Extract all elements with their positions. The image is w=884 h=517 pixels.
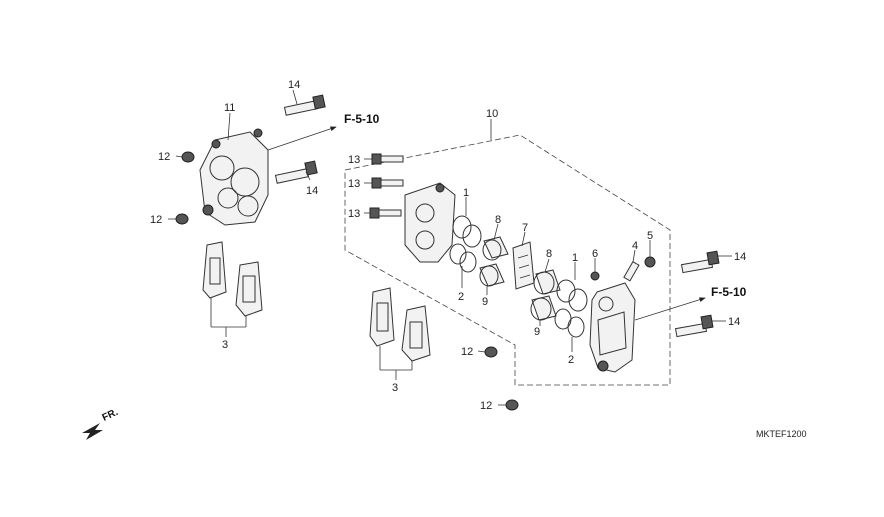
label-5: 5 <box>647 230 653 242</box>
cap-12-d <box>505 399 519 411</box>
bolt-14-upper <box>283 94 326 116</box>
label-14-b: 14 <box>306 185 318 197</box>
label-12-c: 12 <box>461 346 473 358</box>
label-7: 7 <box>522 222 528 234</box>
seal-set-upper <box>449 215 482 273</box>
label-8-b: 8 <box>546 248 552 260</box>
bleeder-4 <box>623 261 640 282</box>
caliper-left <box>199 128 269 226</box>
label-2-b: 2 <box>568 354 574 366</box>
diagram-code: MKTEF1200 <box>756 429 807 439</box>
brake-pads-left <box>202 241 263 317</box>
label-1-a: 1 <box>463 187 469 199</box>
label-14-c: 14 <box>734 251 746 263</box>
label-13-c: 13 <box>348 208 360 220</box>
label-3-b: 3 <box>392 382 398 394</box>
cap-12-b <box>175 213 189 225</box>
caliper-half-outer <box>589 282 636 373</box>
label-8-a: 8 <box>495 214 501 226</box>
piston-8-lower <box>533 269 561 295</box>
cap-6 <box>590 271 600 281</box>
seal-set-lower <box>554 279 588 338</box>
piston-9-upper <box>479 263 505 287</box>
label-12-d: 12 <box>480 400 492 412</box>
cap-12-a <box>181 151 195 163</box>
label-2-a: 2 <box>458 291 464 303</box>
leader-lines <box>168 89 732 406</box>
label-14-a: 14 <box>288 79 300 91</box>
label-14-d: 14 <box>728 316 740 328</box>
ref-label-lower: F-5-10 <box>711 285 747 299</box>
label-10: 10 <box>486 108 498 120</box>
label-12-b: 12 <box>150 214 162 226</box>
bolt-14-middle <box>274 160 318 184</box>
label-9-b: 9 <box>534 326 540 338</box>
cap-12-c <box>484 346 498 358</box>
bolt-13-c <box>369 207 402 219</box>
front-label: FR. <box>101 407 120 424</box>
brake-pads-middle <box>369 287 431 362</box>
label-13-a: 13 <box>348 154 360 166</box>
ref-arrow-lower <box>634 297 706 321</box>
caliper-half-inner <box>404 182 456 263</box>
label-11: 11 <box>224 102 235 114</box>
bolt-14-right-lower <box>674 314 714 338</box>
piston-8-upper <box>482 236 509 261</box>
front-direction-arrow: FR. <box>82 407 120 440</box>
ref-arrow-upper <box>267 126 337 151</box>
bleeder-cap-5 <box>644 256 656 268</box>
label-9-a: 9 <box>482 296 488 308</box>
bolt-14-right-upper <box>680 250 720 274</box>
bolt-13-b <box>371 177 404 189</box>
piston-9-lower <box>530 295 557 321</box>
label-13-b: 13 <box>348 178 360 190</box>
label-1-b: 1 <box>572 252 578 264</box>
label-6: 6 <box>592 248 598 260</box>
label-3-a: 3 <box>222 339 228 351</box>
ref-label-upper: F-5-10 <box>344 112 380 126</box>
pad-spring-7 <box>512 241 535 290</box>
label-12-a: 12 <box>158 151 170 163</box>
label-4: 4 <box>632 240 638 252</box>
assembly-outline <box>344 134 671 386</box>
bolt-13-a <box>371 153 404 165</box>
